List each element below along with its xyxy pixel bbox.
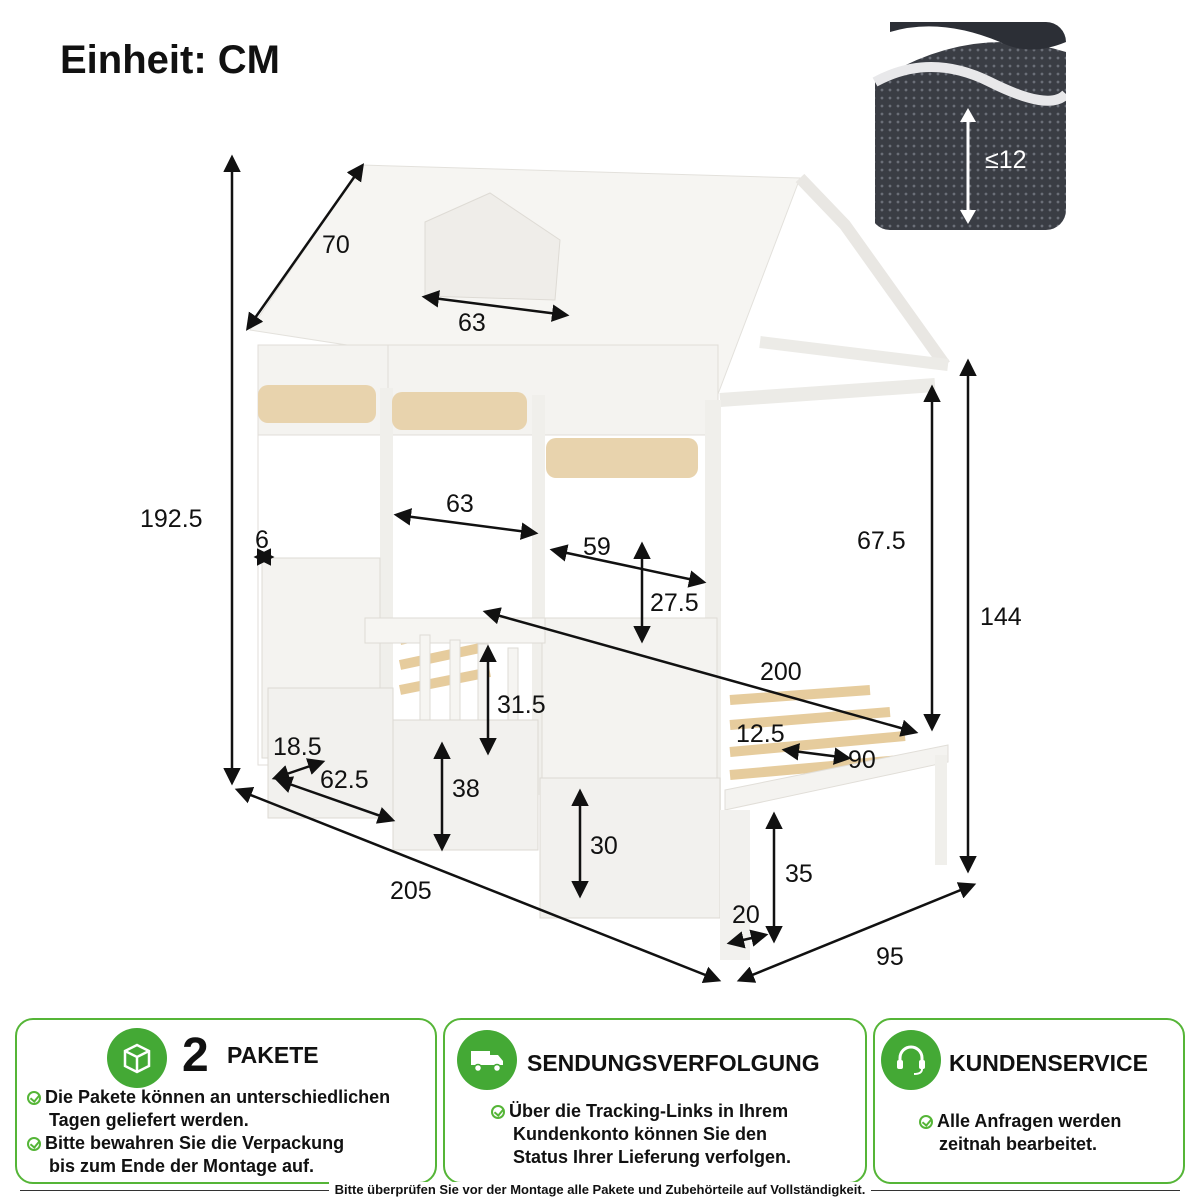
rafter-right	[795, 173, 950, 369]
packages-card: 2 PAKETE Die Pakete können an unterschie…	[15, 1018, 437, 1184]
tracking-card: SENDUNGSVERFOLGUNG Über die Tracking-Lin…	[443, 1018, 867, 1184]
packages-bullet-1b: Tagen geliefert werden.	[49, 1110, 249, 1130]
dim-floor-clearance: 35	[785, 860, 813, 888]
dim-side-gap: 6	[255, 526, 269, 554]
bed-diagram	[223, 154, 977, 983]
package-box-icon	[107, 1028, 167, 1088]
package-count: 2	[182, 1029, 209, 1082]
side-panel	[541, 617, 718, 789]
packages-bullet-1: Die Pakete können an unterschiedlichen	[27, 1086, 390, 1109]
dim-side-window-height: 27.5	[650, 589, 699, 617]
packages-bullet-2: Bitte bewahren Sie die Verpackung	[27, 1132, 344, 1155]
packages-bullet-2b: bis zum Ende der Montage auf.	[49, 1156, 315, 1176]
dim-post-height: 67.5	[857, 527, 906, 555]
dim-guard-height: 31.5	[497, 691, 546, 719]
tracking-title: SENDUNGSVERFOLGUNG	[527, 1050, 820, 1076]
dim-front-window: 63	[446, 490, 474, 518]
dim-side-window-width: 59	[583, 533, 611, 561]
dim-length: 200	[760, 658, 802, 686]
dim-width: 90	[848, 746, 876, 774]
dim-total-height: 192.5	[140, 505, 203, 533]
service-bullet-1: Alle Anfragen werden	[919, 1110, 1121, 1133]
service-card: KUNDENSERVICE Alle Anfragen werden zeitn…	[873, 1018, 1185, 1184]
wood-plank	[392, 392, 527, 430]
roof-dormer	[424, 192, 561, 301]
check-icon	[491, 1105, 505, 1119]
dim-leg-width: 20	[732, 901, 760, 929]
tracking-bullet-1c: Status Ihrer Lieferung verfolgen.	[513, 1147, 792, 1167]
dim-roof-window: 63	[458, 309, 486, 337]
dim-drawer-height-b: 30	[590, 832, 618, 860]
dim-slat-gap: 12.5	[736, 720, 785, 748]
dim-drawer-depth: 18.5	[273, 733, 322, 761]
mattress-image	[870, 22, 1066, 230]
tracking-bullet-1: Über die Tracking-Links in Ihrem	[491, 1100, 788, 1123]
dim-drawer-width: 62.5	[320, 766, 369, 794]
wood-plank	[546, 438, 698, 478]
check-icon	[27, 1137, 41, 1151]
wood-plank	[258, 385, 376, 423]
service-bullet-1b: zeitnah bearbeitet.	[939, 1134, 1098, 1154]
mattress-thickness-label: ≤12	[985, 146, 1027, 174]
dim-outer-width: 95	[876, 943, 904, 971]
drawer	[539, 777, 721, 919]
service-title: KUNDENSERVICE	[949, 1050, 1148, 1076]
dim-roof-slope: 70	[322, 231, 350, 259]
delivery-truck-icon	[457, 1030, 517, 1090]
tracking-bullet-1b: Kundenkonto können Sie den	[513, 1124, 768, 1144]
footer-note: Bitte überprüfen Sie vor der Montage all…	[0, 1182, 1200, 1197]
check-icon	[27, 1091, 41, 1105]
dim-right-height: 144	[980, 603, 1022, 631]
dim-outer-length: 205	[390, 877, 432, 905]
dim-drawer-height-a: 38	[452, 775, 480, 803]
check-icon	[919, 1115, 933, 1129]
packages-title: PAKETE	[227, 1042, 319, 1068]
headset-icon	[881, 1030, 941, 1090]
unit-title: Einheit: CM	[60, 38, 280, 82]
